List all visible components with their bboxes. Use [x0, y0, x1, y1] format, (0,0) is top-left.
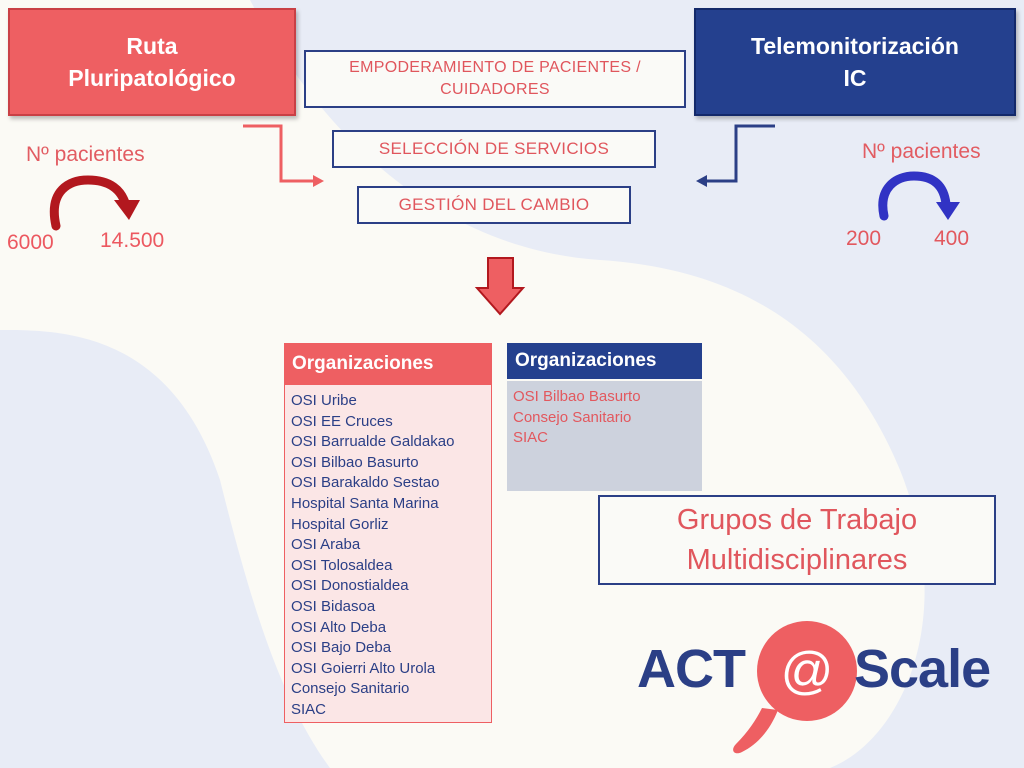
- list-item: Hospital Gorliz: [291, 515, 389, 533]
- pacientes-right-from: 200: [846, 227, 882, 250]
- list-item: OSI Tolosaldea: [291, 556, 393, 574]
- pacientes-left-from: 6000: [7, 231, 54, 254]
- list-item: Consejo Sanitario: [513, 408, 632, 426]
- ruta-title-line2: Pluripatológico: [68, 65, 236, 91]
- logo-at: @: [780, 642, 834, 700]
- list-item: SIAC: [513, 429, 549, 446]
- list-item: OSI Barrualde Galdakao: [291, 433, 455, 451]
- pacientes-label-left: Nº pacientes: [26, 143, 145, 166]
- organizaciones-list-ruta: OSI Uribe OSI EE Cruces OSI Barrualde Ga…: [284, 385, 492, 723]
- logo-scale: Scale: [854, 639, 991, 699]
- grupos-line1: Grupos de Trabajo: [676, 504, 918, 536]
- organizaciones-header-ic: Organizaciones: [507, 343, 702, 379]
- list-item: OSI Bilbao Basurto: [291, 453, 419, 471]
- grupos-trabajo-box: Grupos de Trabajo Multidisciplinares: [598, 495, 996, 585]
- list-item: OSI Alto Deba: [291, 618, 387, 636]
- list-item: OSI Goierri Alto Urola: [291, 659, 436, 677]
- logo-act: ACT: [637, 639, 746, 699]
- act-at-scale-logo: ACT @ Scale: [630, 612, 1015, 762]
- list-item: OSI Bajo Deba: [291, 639, 392, 657]
- logo-drop-shape: [733, 621, 857, 754]
- list-item: SIAC: [291, 700, 327, 718]
- list-item: OSI Bidasoa: [291, 597, 376, 615]
- seleccion-servicios-label: SELECCIÓN DE SERVICIOS: [378, 139, 610, 158]
- gestion-cambio-label: GESTIÓN DEL CAMBIO: [398, 195, 590, 214]
- ruta-pluripatologico-box: Ruta Pluripatológico: [8, 8, 296, 116]
- pacientes-left-to: 14.500: [100, 229, 165, 252]
- ic-title: Telemonitorización IC: [751, 30, 959, 94]
- ruta-title: Ruta Pluripatológico: [68, 30, 235, 94]
- gestion-cambio-box: GESTIÓN DEL CAMBIO: [357, 186, 631, 224]
- list-item: Consejo Sanitario: [291, 680, 410, 698]
- empoderamiento-line1: EMPODERAMIENTO DE PACIENTES /: [349, 59, 641, 76]
- organizaciones-header-ruta: Organizaciones: [284, 343, 492, 385]
- ic-title-line1: Telemonitorización: [751, 33, 959, 59]
- empoderamiento-line2: CUIDADORES: [440, 81, 550, 98]
- list-item: OSI Araba: [291, 536, 361, 554]
- ic-title-line2: IC: [843, 65, 867, 91]
- list-item: OSI Bilbao Basurto: [513, 388, 641, 405]
- list-item: Hospital Santa Marina: [291, 494, 439, 512]
- list-item: OSI Barakaldo Sestao: [291, 474, 440, 492]
- empoderamiento-box: EMPODERAMIENTO DE PACIENTES / CUIDADORES: [304, 50, 686, 108]
- list-item: OSI EE Cruces: [291, 412, 393, 430]
- pacientes-label-right: Nº pacientes: [862, 140, 981, 163]
- list-item: OSI Donostialdea: [291, 577, 409, 595]
- ruta-title-line1: Ruta: [126, 33, 178, 59]
- telemonitorizacion-ic-box: Telemonitorización IC: [694, 8, 1016, 116]
- grupos-line2: Multidisciplinares: [686, 544, 908, 576]
- organizaciones-list-ic: OSI Bilbao Basurto Consejo Sanitario SIA…: [507, 381, 702, 491]
- seleccion-servicios-box: SELECCIÓN DE SERVICIOS: [332, 130, 656, 168]
- pacientes-right-to: 400: [934, 227, 970, 250]
- list-item: OSI Uribe: [291, 392, 357, 409]
